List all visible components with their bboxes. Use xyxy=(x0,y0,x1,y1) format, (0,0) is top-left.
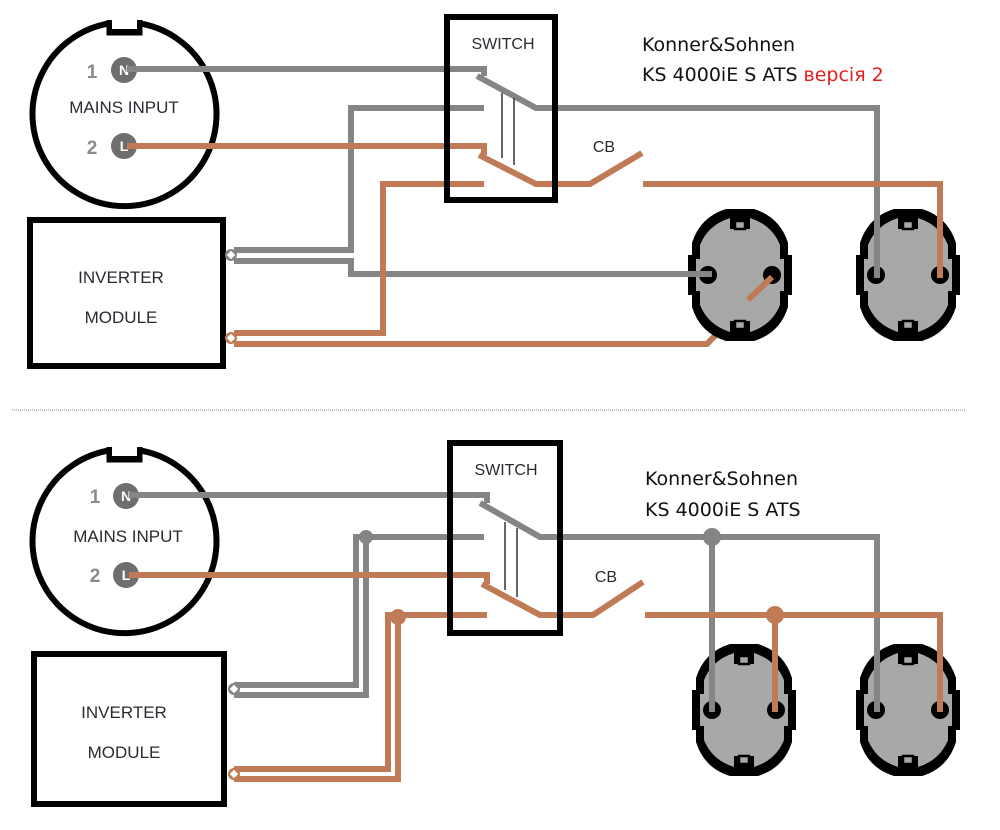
pin-2-letter: L xyxy=(120,138,129,154)
live-pin xyxy=(111,133,137,159)
live-wires xyxy=(129,572,943,782)
inverter-box xyxy=(31,651,227,807)
model-title-line1: Konner&Sohnen xyxy=(642,34,795,56)
pin-1-letter: N xyxy=(119,62,129,78)
model-name: KS 4000iE S ATS xyxy=(642,64,798,86)
inverter-label-line1: INVERTER xyxy=(78,268,164,287)
switch-neutral-output-wire xyxy=(475,73,880,272)
pin-2-letter: L xyxy=(122,567,131,583)
version-note: версія 2 xyxy=(804,64,884,86)
socket-2 xyxy=(854,642,962,778)
pin-2-number: 2 xyxy=(90,566,101,587)
mains-input-connector: MAINS INPUT 1 N 2 L xyxy=(29,17,220,210)
pin-1-letter: N xyxy=(121,488,131,504)
inverter-label-line2: MODULE xyxy=(88,743,161,762)
mains-neutral-wire xyxy=(127,66,487,76)
switch-live-output-wire xyxy=(477,150,644,187)
pin-1-number: 1 xyxy=(87,62,98,83)
socket-1-live-lead xyxy=(745,274,775,303)
inverter-neutral-wire-b xyxy=(234,537,369,698)
switch-live-output-wire xyxy=(480,579,645,618)
transfer-switch: SWITCH xyxy=(447,440,563,636)
inverter-label-line1: INVERTER xyxy=(81,703,167,722)
inverter-module: INVERTER MODULE xyxy=(31,651,240,807)
inverter-module: INVERTER MODULE xyxy=(27,217,237,369)
transfer-switch: SWITCH xyxy=(444,14,558,203)
mains-input-key-notch xyxy=(112,17,137,29)
mains-neutral-wire xyxy=(129,492,490,503)
pin-1-number: 1 xyxy=(90,487,101,508)
live-junction xyxy=(766,606,784,624)
neutral-pin xyxy=(113,483,139,509)
mains-input-label: MAINS INPUT xyxy=(73,527,183,546)
circuit-breaker-label: CB xyxy=(593,139,615,156)
inverter-label-line2: MODULE xyxy=(85,308,158,327)
switch-label: SWITCH xyxy=(471,36,534,53)
inverter-live-junction xyxy=(390,609,406,625)
inverter-neutral-wire-a xyxy=(234,105,484,253)
mains-live-wire xyxy=(127,143,487,155)
neutral-pin xyxy=(111,57,137,83)
diagram-original: MAINS INPUT 1 N 2 L xyxy=(29,440,962,807)
pin-2-number: 2 xyxy=(87,138,98,159)
switch-box xyxy=(447,440,563,636)
inverter-neutral-junction xyxy=(359,530,373,544)
mains-input-key-notch xyxy=(112,444,137,456)
switch-box xyxy=(444,14,558,203)
neutral-junction xyxy=(703,528,721,546)
inverter-neutral-wire-b xyxy=(234,258,712,277)
switch-label: SWITCH xyxy=(474,462,537,479)
model-title-line2: KS 4000iE S ATS xyxy=(645,499,801,521)
mains-input-label: MAINS INPUT xyxy=(69,98,179,117)
socket-1 xyxy=(690,642,798,778)
inverter-live-wire-b xyxy=(234,615,401,782)
inverter-live-wire-a xyxy=(234,181,484,336)
live-wires xyxy=(127,143,943,347)
mains-input-connector: MAINS INPUT 1 N 2 L xyxy=(29,444,220,637)
circuit-breaker-label: CB xyxy=(595,569,617,586)
model-title-line1: Konner&Sohnen xyxy=(645,468,798,490)
model-title-line2: KS 4000iE S ATS версія 2 xyxy=(642,64,884,86)
switch-neutral-output-wire xyxy=(478,500,880,705)
inverter-neutral-wire-a xyxy=(234,534,484,688)
socket-2 xyxy=(854,207,962,343)
inverter-live-wire-a xyxy=(234,612,487,772)
inverter-box xyxy=(27,217,226,369)
live-pin xyxy=(113,562,139,588)
diagram-version-2: MAINS INPUT 1 N 2 L SWITCH xyxy=(27,14,962,369)
mains-live-wire xyxy=(129,572,490,584)
